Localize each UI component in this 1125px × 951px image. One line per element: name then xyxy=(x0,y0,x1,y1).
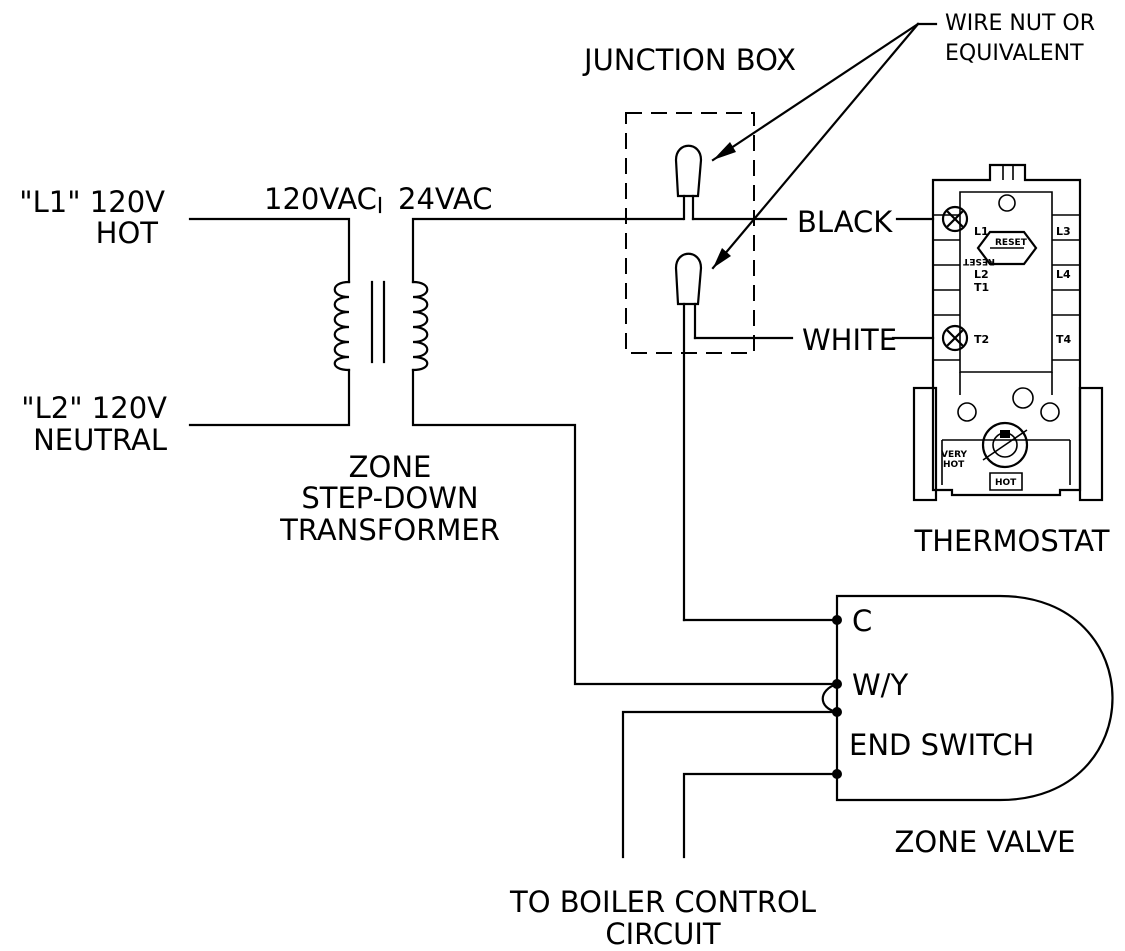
white-wire-label: WHITE xyxy=(802,323,897,357)
transformer-label-2: STEP-DOWN xyxy=(301,481,478,515)
zone-valve-body xyxy=(835,594,1114,802)
wire-nut-label-1: WIRE NUT OR xyxy=(945,11,1095,36)
very-hot-label: HOT xyxy=(943,460,965,470)
terminal-end-switch-label: END SWITCH xyxy=(849,728,1034,762)
black-wire-label: BLACK xyxy=(797,205,893,239)
secondary-top-wire xyxy=(411,217,685,284)
transformer-label-1: ZONE xyxy=(349,450,432,484)
l1-label: "L1" 120V xyxy=(19,185,165,219)
junction-box xyxy=(625,112,755,354)
terminal-t2-label: T2 xyxy=(974,333,989,346)
l1-hot-label: HOT xyxy=(96,216,159,250)
wire-nut-upper xyxy=(674,144,703,221)
l2-label: "L2" 120V xyxy=(21,391,167,425)
zone-valve-label: ZONE VALVE xyxy=(895,825,1076,859)
transformer xyxy=(333,196,429,372)
boiler-label-2: CIRCUIT xyxy=(605,917,721,951)
dial-hot-label: HOT xyxy=(995,478,1017,488)
transformer-label-3: TRANSFORMER xyxy=(279,513,500,547)
l2-wire xyxy=(188,368,351,427)
dial-icon xyxy=(981,421,1029,469)
terminal-l3-label: L3 xyxy=(1056,225,1071,238)
arrowhead-upper xyxy=(713,142,736,160)
l1-wire xyxy=(188,217,351,284)
boiler-label-1: TO BOILER CONTROL xyxy=(509,885,816,919)
terminal-l4-label: L4 xyxy=(1056,268,1071,281)
reset-button-icon xyxy=(976,230,1038,266)
primary-coil xyxy=(333,280,351,372)
screw-t2-icon xyxy=(941,324,969,352)
boiler-wire-1 xyxy=(621,710,839,859)
terminal-t4-label: T4 xyxy=(1056,333,1072,346)
secondary-coil xyxy=(411,280,429,372)
boiler-wire-2 xyxy=(682,772,839,859)
secondary-voltage-label: 24VAC xyxy=(398,182,492,216)
secondary-bottom-wire xyxy=(411,368,839,686)
terminal-t1-label: T1 xyxy=(974,281,989,294)
terminal-l2-label: L2 xyxy=(974,268,989,281)
terminal-c-label: C xyxy=(852,604,872,638)
junction-box-label: JUNCTION BOX xyxy=(582,43,796,77)
callout-arrow-lower xyxy=(711,22,920,270)
thermostat xyxy=(912,163,1104,502)
very-label: VERY xyxy=(941,450,968,460)
reset-label: RESET xyxy=(995,238,1028,248)
wire-nut-label-2: EQUIVALENT xyxy=(945,41,1084,66)
l2-neutral-label: NEUTRAL xyxy=(33,423,167,457)
reset-mirror-label: RESET xyxy=(962,256,995,266)
thermostat-label: THERMOSTAT xyxy=(913,524,1109,558)
arrowhead-lower xyxy=(713,248,731,268)
callout-arrow-upper xyxy=(711,22,920,162)
screw-l1-icon xyxy=(941,205,969,233)
terminal-wy-label: W/Y xyxy=(852,668,908,702)
terminal-c-dot xyxy=(832,615,842,625)
terminal-l1-label: L1 xyxy=(974,225,989,238)
primary-voltage-label: 120VAC xyxy=(264,182,377,216)
wire-nut-lower xyxy=(674,252,703,622)
